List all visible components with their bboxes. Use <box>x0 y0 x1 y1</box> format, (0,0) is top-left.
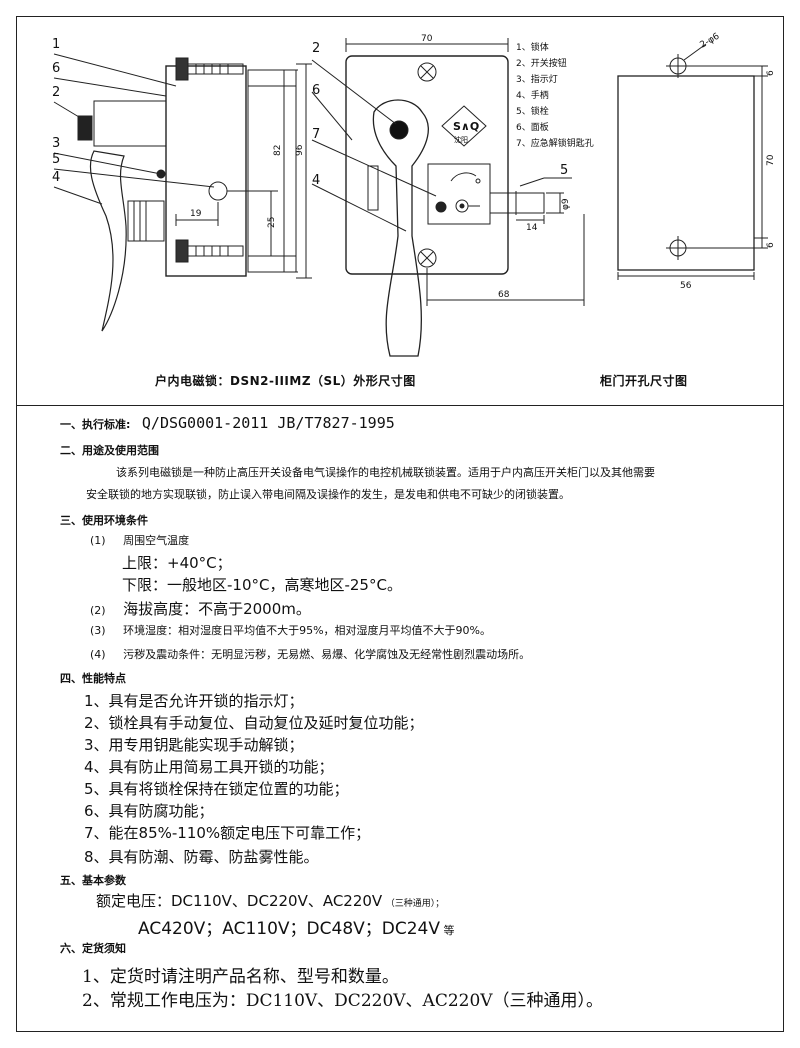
dim-14: 14 <box>526 223 538 233</box>
front-callout-7: 7 <box>312 127 320 142</box>
dimension-drawing: 1 6 2 3 5 4 19 25 82 96 2 6 7 4 5 70 68 … <box>52 31 776 357</box>
section-divider <box>16 405 784 406</box>
front-callout-6: 6 <box>312 83 320 98</box>
dim-82: 82 <box>273 145 283 156</box>
caption-right: 柜门开孔尺寸图 <box>600 374 688 388</box>
legend-item-4: 4、手柄 <box>516 89 549 101</box>
s4-item: 5、具有将锁栓保持在锁定位置的功能； <box>84 780 349 798</box>
legend-item-2: 2、开关按钮 <box>516 57 567 69</box>
s3-item-3-num: (3) <box>90 624 106 637</box>
legend-item-6: 6、面板 <box>516 121 549 133</box>
s2-label: 二、用途及使用范围 <box>60 444 159 457</box>
dim-70-right: 70 <box>766 154 776 166</box>
s6-item-1: 1、定货时请注明产品名称、型号和数量。 <box>82 967 399 987</box>
dim-holes: 2-φ6 <box>699 31 722 50</box>
dim-68: 68 <box>498 290 510 300</box>
s3-item-4-text: 污秽及震动条件：无明显污秽，无易燃、易爆、化学腐蚀及无经常性剧烈震动场所。 <box>123 648 531 661</box>
s4-item: 1、具有是否允许开锁的指示灯； <box>84 692 304 710</box>
callout-3: 3 <box>52 136 60 151</box>
s6-item-2: 2、常规工作电压为：DC110V、DC220V、AC220V（三种通用）。 <box>82 991 604 1011</box>
dim-56: 56 <box>680 281 692 291</box>
dim-96: 96 <box>295 144 305 156</box>
s3-item-3-text: 环境湿度：相对湿度日平均值不大于95%，相对湿度月平均值不大于90%。 <box>123 624 491 637</box>
s4-item: 4、具有防止用简易工具开锁的功能； <box>84 758 334 776</box>
legend-item-7: 7、应急解锁钥匙孔 <box>516 137 594 149</box>
s4-item: 6、具有防腐功能； <box>84 802 214 820</box>
cutout-view <box>617 43 768 280</box>
s2-paragraph-1: 该系列电磁锁是一种防止高压开关设备电气误操作的电控机械联锁装置。适用于户内高压开… <box>116 466 655 479</box>
dim-d9: φ9 <box>561 198 571 210</box>
caption-left: 户内电磁锁：DSN2-IIIMZ（SL）外形尺寸图 <box>155 374 416 388</box>
callout-6: 6 <box>52 61 60 76</box>
legend-item-1: 1、锁体 <box>516 41 549 53</box>
s4-item: 3、用专用钥匙能实现手动解锁； <box>84 736 304 754</box>
s2-paragraph-2: 安全联锁的地方实现联锁，防止误入带电间隔及误操作的发生，是发电和供电不可缺少的闭… <box>86 488 570 501</box>
front-view <box>311 38 585 357</box>
s3-label: 三、使用环境条件 <box>60 514 148 527</box>
s4-label: 四、性能特点 <box>60 672 126 685</box>
side-view <box>53 53 312 332</box>
dim-6-top: 6 <box>766 70 776 76</box>
dim-19: 19 <box>190 209 202 219</box>
s3-item-2-text: 海拔高度：不高于2000m。 <box>123 600 311 618</box>
s5-label: 五、基本参数 <box>60 874 126 887</box>
s5-line-1: 额定电压：DC110V、DC220V、AC220V <box>96 892 383 910</box>
callout-2: 2 <box>52 85 60 100</box>
page-frame <box>16 16 784 1032</box>
s3-lower-limit: 下限：一般地区-10°C，高寒地区-25°C。 <box>122 576 402 594</box>
front-callout-5: 5 <box>560 163 568 178</box>
s5-line-2: AC420V；AC110V；DC48V；DC24V <box>138 919 440 939</box>
legend-item-5: 5、锁栓 <box>516 105 549 117</box>
s3-item-1-text: 周围空气温度 <box>123 534 190 547</box>
s5-line-2-suffix: 等 <box>443 924 455 937</box>
logo-sub: 沈阳 <box>454 135 468 144</box>
front-callout-4: 4 <box>312 173 320 188</box>
s6-label: 六、定货须知 <box>60 942 126 955</box>
dim-6-bottom: 6 <box>766 242 776 248</box>
logo-text: S∧Q <box>453 120 479 133</box>
s4-item: 7、能在85%-110%额定电压下可靠工作； <box>84 824 371 842</box>
legend-item-3: 3、指示灯 <box>516 73 558 85</box>
s5-line-1-note: （三种通用）； <box>385 899 445 909</box>
callout-5: 5 <box>52 152 60 167</box>
s4-item: 8、具有防潮、防霉、防盐雾性能。 <box>84 848 319 866</box>
s1-value: Q/DSG0001-2011 JB/T7827-1995 <box>141 414 395 432</box>
s1-label: 一、执行标准: <box>60 418 131 431</box>
s3-item-4-num: (4) <box>90 648 106 661</box>
dim-70-top: 70 <box>421 34 433 44</box>
callout-4: 4 <box>52 170 60 185</box>
front-callout-2: 2 <box>312 41 320 56</box>
callout-1: 1 <box>52 37 60 52</box>
s3-item-1-num: (1) <box>90 534 106 547</box>
s4-item: 2、锁栓具有手动复位、自动复位及延时复位功能； <box>84 714 424 732</box>
dim-25: 25 <box>267 217 277 228</box>
s3-item-2-num: (2) <box>90 604 106 617</box>
s3-upper-limit: 上限：+40°C； <box>122 554 232 572</box>
